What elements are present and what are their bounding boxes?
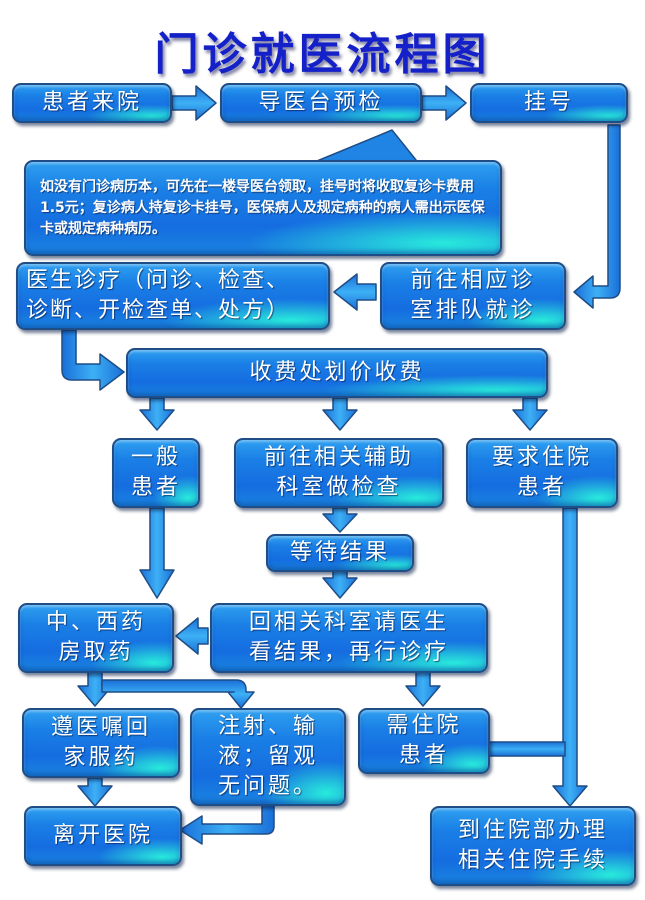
node-general: 一般 患者 xyxy=(112,438,200,508)
arrow-queue-to-doctor xyxy=(333,273,377,311)
arrow-arrive-to-triage xyxy=(171,85,217,121)
node-pharmacy-line1: 中、西药 xyxy=(45,610,146,635)
node-admission: 到住院部办理 相关住院手续 xyxy=(430,806,636,886)
node-inpatient-request: 要求住院 患者 xyxy=(466,438,618,508)
connector-need-inpatient xyxy=(487,741,566,757)
node-triage-label: 导医台预检 xyxy=(258,90,384,115)
node-aux-exam-line2: 科室做检查 xyxy=(276,475,402,500)
arrow-home-med-to-leave xyxy=(77,777,113,807)
node-home-med-line1: 遵医嘱回 xyxy=(50,715,151,740)
node-home-med: 遵医嘱回 家服药 xyxy=(22,708,180,778)
node-queue-line2: 室排队就诊 xyxy=(410,298,536,323)
node-queue: 前往相应诊 室排队就诊 xyxy=(380,262,566,330)
node-admission-line1: 到住院部办理 xyxy=(457,818,608,843)
node-injection: 注射、输 液；留观 无问题。 xyxy=(190,708,346,806)
node-admission-line2: 相关住院手续 xyxy=(457,848,608,873)
arrow-inpatient-request-to-admission xyxy=(552,507,588,807)
node-revisit-line1: 回相关科室请医生 xyxy=(248,610,449,635)
node-revisit-line2: 看结果，再行诊疗 xyxy=(248,640,449,665)
node-home-med-line2: 家服药 xyxy=(63,745,139,770)
arrow-cashier-to-general xyxy=(139,397,175,431)
node-wait-label: 等待结果 xyxy=(289,540,390,565)
arrow-triage-to-register xyxy=(421,85,467,121)
node-doctor: 医生诊疗（问诊、检查、 诊断、开检查单、处方） xyxy=(16,262,330,330)
node-general-line1: 一般 xyxy=(130,445,181,470)
node-cashier: 收费处划价收费 xyxy=(126,348,548,398)
node-doctor-line2: 诊断、开检查单、处方） xyxy=(26,298,291,323)
arrow-wait-to-revisit xyxy=(322,569,358,599)
arrow-pharmacy-to-injection xyxy=(101,679,255,709)
node-need-inpatient-line2: 患者 xyxy=(398,743,449,768)
node-queue-line1: 前往相应诊 xyxy=(410,268,536,293)
node-doctor-line1: 医生诊疗（问诊、检查、 xyxy=(26,268,291,293)
node-general-line2: 患者 xyxy=(130,475,181,500)
node-aux-exam: 前往相关辅助 科室做检查 xyxy=(234,438,444,508)
node-leave: 离开医院 xyxy=(24,806,182,866)
node-register: 挂号 xyxy=(470,83,628,123)
node-note: 如没有门诊病历本，可先在一楼导医台领取，挂号时将收取复诊卡费用1.5元；复诊病人… xyxy=(24,160,502,256)
arrow-cashier-to-aux-exam xyxy=(322,397,358,431)
arrow-pharmacy-to-home-med xyxy=(77,671,113,707)
arrow-general-to-pharmacy xyxy=(139,507,175,599)
note-text: 如没有门诊病历本，可先在一楼导医台领取，挂号时将收取复诊卡费用1.5元；复诊病人… xyxy=(40,178,485,237)
arrow-register-to-queue xyxy=(573,124,621,309)
node-cashier-label: 收费处划价收费 xyxy=(249,360,425,385)
arrow-aux-exam-to-wait xyxy=(322,507,358,533)
node-inpatient-request-line1: 要求住院 xyxy=(491,445,592,470)
node-leave-label: 离开医院 xyxy=(52,823,153,848)
node-injection-line2: 液；留观 xyxy=(217,744,318,769)
arrow-doctor-to-cashier xyxy=(61,329,125,391)
node-arrive: 患者来院 xyxy=(12,83,172,123)
arrow-injection-to-leave xyxy=(179,795,275,845)
node-need-inpatient-line1: 需住院 xyxy=(386,713,462,738)
node-pharmacy: 中、西药 房取药 xyxy=(18,603,174,673)
arrow-cashier-to-inpatient-request xyxy=(512,397,548,431)
node-inpatient-request-line2: 患者 xyxy=(516,475,567,500)
node-arrive-label: 患者来院 xyxy=(41,90,142,115)
node-aux-exam-line1: 前往相关辅助 xyxy=(263,445,414,470)
node-pharmacy-line2: 房取药 xyxy=(58,640,134,665)
node-injection-line1: 注射、输 xyxy=(217,714,318,739)
arrow-revisit-to-pharmacy xyxy=(175,617,209,655)
node-triage: 导医台预检 xyxy=(220,83,422,123)
node-register-label: 挂号 xyxy=(523,90,574,115)
node-need-inpatient: 需住院 患者 xyxy=(358,708,490,774)
arrow-revisit-to-need-inpatient xyxy=(405,671,441,707)
node-revisit: 回相关科室请医生 看结果，再行诊疗 xyxy=(210,603,488,673)
node-wait: 等待结果 xyxy=(266,534,414,572)
page-title: 门诊就医流程图 xyxy=(154,29,491,80)
node-injection-line3: 无问题。 xyxy=(217,774,318,799)
